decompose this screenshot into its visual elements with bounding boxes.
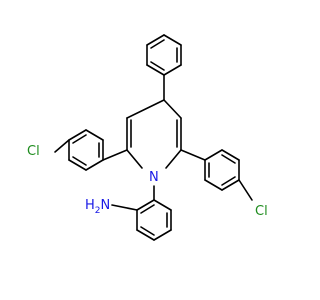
amine-h: H	[85, 198, 95, 213]
bond-right-cl	[238, 179, 253, 201]
amine-h-label: H2N	[85, 198, 110, 216]
chlorophenyl-ring-right	[204, 149, 240, 191]
phenyl-ring-top	[146, 34, 182, 76]
bond-left-cl	[54, 139, 70, 153]
chlorine-right-label: Cl	[255, 204, 268, 219]
chlorophenyl-ring-left	[68, 129, 104, 171]
bond-aniline-nh2	[111, 204, 138, 211]
ring-nitrogen-label: N	[149, 170, 159, 185]
amine-n: N	[101, 198, 111, 213]
structure-canvas: N Cl Cl	[27, 34, 268, 241]
dihydropyridine-ring	[126, 99, 182, 169]
bond-c6-right-aryl	[180, 149, 206, 161]
bond-c2-left-aryl	[102, 149, 128, 161]
chlorine-left-label: Cl	[27, 144, 40, 159]
aniline-ring	[136, 199, 172, 241]
amine-h-subscript: 2	[95, 206, 101, 216]
molecule-diagram: N Cl Cl	[27, 34, 268, 241]
